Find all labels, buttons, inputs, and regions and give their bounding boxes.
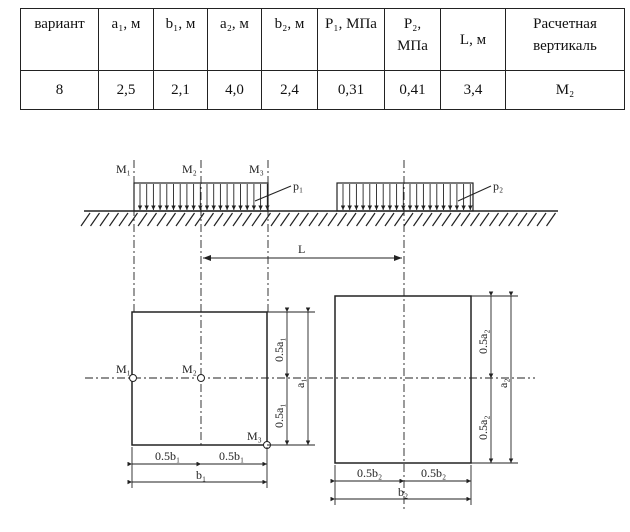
header-cell: a₂, м — [207, 8, 262, 71]
hatch-stroke — [432, 212, 442, 227]
header-cell: L, м — [440, 8, 506, 71]
hatch-stroke — [346, 212, 357, 227]
hatch-stroke — [128, 212, 138, 227]
plan-label-m3: M₃ — [247, 429, 262, 443]
point-m2 — [197, 374, 205, 382]
hatch-stroke — [413, 212, 423, 227]
hatch-stroke — [375, 212, 385, 227]
hatch-stroke — [109, 212, 119, 227]
hatch-stroke — [337, 212, 347, 227]
cell: 2,1 — [153, 70, 208, 110]
hatch-stroke — [489, 212, 499, 227]
hatch-stroke — [384, 212, 395, 227]
hatch-stroke — [90, 212, 100, 227]
hatch-stroke — [270, 212, 281, 227]
label-half-b2-left: 0.5b₂ — [357, 466, 382, 480]
hatch-stroke — [251, 212, 262, 227]
hatch-stroke — [223, 212, 233, 227]
label-b2: b₂ — [398, 485, 408, 499]
label-p2: p₂ — [493, 179, 503, 193]
hatch-stroke — [242, 212, 252, 227]
label-half-a1-top: 0.5a₁ — [272, 337, 286, 362]
label-half-b1-left: 0.5b₁ — [155, 449, 180, 463]
label-b1: b₁ — [196, 468, 206, 482]
hatch-stroke — [422, 212, 433, 227]
table-header-row: вариант a₁, м b₁, м a₂, м b₂, м P₁, МПа … — [20, 8, 625, 71]
hatch-stroke — [156, 212, 167, 227]
hatch-stroke — [99, 212, 110, 227]
hatch-stroke — [508, 212, 518, 227]
ground-hatching — [80, 212, 556, 227]
hatch-stroke — [318, 212, 328, 227]
hatch-stroke — [527, 212, 537, 227]
hatch-stroke — [299, 212, 309, 227]
cell: M₂ — [505, 70, 625, 110]
hatch-stroke — [403, 212, 414, 227]
label-L: L — [298, 242, 305, 256]
hatch-stroke — [80, 212, 91, 227]
label-m2: M₂ — [182, 162, 197, 176]
cell: 0,41 — [384, 70, 441, 110]
hatch-stroke — [498, 212, 509, 227]
label-half-a1-bottom: 0.5a₁ — [272, 403, 286, 428]
hatch-stroke — [137, 212, 148, 227]
cell: 3,4 — [440, 70, 506, 110]
hatch-stroke — [194, 212, 205, 227]
point-m1 — [129, 374, 137, 382]
hatch-stroke — [546, 212, 556, 227]
variant-table: вариант a₁, м b₁, м a₂, м b₂, м P₁, МПа … — [20, 8, 625, 110]
hatch-stroke — [356, 212, 366, 227]
hatch-stroke — [470, 212, 480, 227]
cell: 2,4 — [261, 70, 318, 110]
hatch-stroke — [365, 212, 376, 227]
table-row: 8 2,5 2,1 4,0 2,4 0,31 0,41 3,4 M₂ — [20, 70, 625, 110]
label-half-a2-bottom: 0.5a₂ — [476, 415, 490, 440]
hatch-stroke — [261, 212, 271, 227]
load-p2-block — [336, 182, 474, 212]
axis-lines — [85, 160, 535, 510]
foundation-2-plan — [334, 295, 472, 464]
cell: 0,31 — [317, 70, 385, 110]
plan-label-m1: M₁ — [116, 362, 131, 376]
label-m1: M₁ — [116, 162, 131, 176]
hatch-stroke — [185, 212, 195, 227]
hatch-stroke — [175, 212, 186, 227]
hatch-stroke — [536, 212, 547, 227]
plan-label-m2: M₂ — [182, 362, 197, 376]
cell: 2,5 — [98, 70, 154, 110]
hatch-stroke — [308, 212, 319, 227]
hatch-stroke — [327, 212, 338, 227]
label-half-b2-right: 0.5b₂ — [421, 466, 446, 480]
hatch-stroke — [479, 212, 490, 227]
label-m3: M₃ — [249, 162, 264, 176]
label-a2: a₂ — [496, 378, 510, 388]
hatch-stroke — [166, 212, 176, 227]
hatch-stroke — [213, 212, 224, 227]
hatch-stroke — [147, 212, 157, 227]
header-cell: вариант — [20, 8, 99, 71]
hatch-stroke — [517, 212, 528, 227]
label-half-a2-top: 0.5a₂ — [476, 329, 490, 354]
label-p1: p₁ — [293, 179, 303, 193]
cell: 8 — [20, 70, 99, 110]
header-cell: P₂, МПа — [384, 8, 441, 71]
hatch-stroke — [460, 212, 471, 227]
hatch-stroke — [280, 212, 290, 227]
hatch-stroke — [394, 212, 404, 227]
label-half-b1-right: 0.5b₁ — [219, 449, 244, 463]
hatch-stroke — [289, 212, 300, 227]
hatch-stroke — [451, 212, 461, 227]
hatch-stroke — [232, 212, 243, 227]
hatch-stroke — [441, 212, 452, 227]
hatch-stroke — [118, 212, 129, 227]
header-cell: a₁, м — [98, 8, 154, 71]
label-a1: a₁ — [293, 378, 307, 388]
load-arrows — [137, 184, 473, 210]
hatch-stroke — [204, 212, 214, 227]
